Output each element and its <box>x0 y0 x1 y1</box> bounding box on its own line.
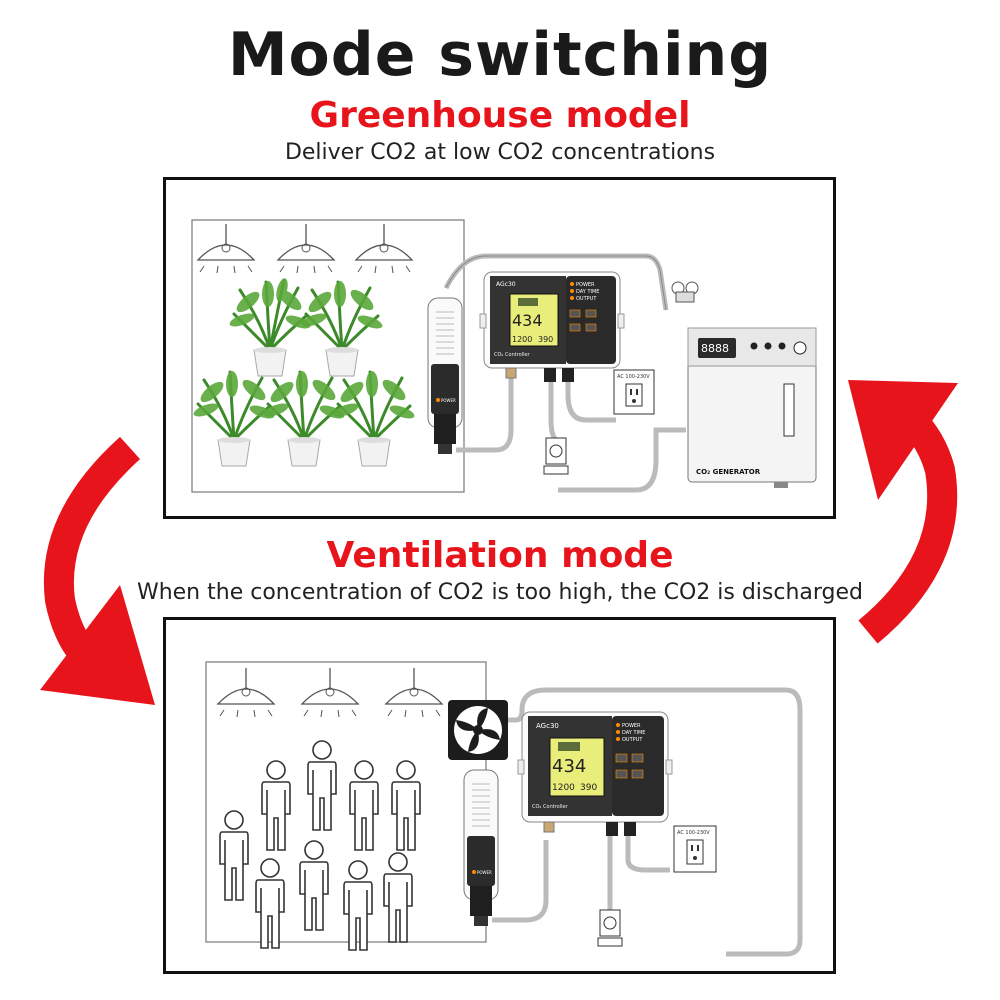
page-title: Mode switching <box>227 20 773 90</box>
power-plug-icon <box>597 909 623 947</box>
controller-name: CO₂ Controller <box>494 352 531 358</box>
person-icon <box>299 840 329 931</box>
controller-reading-main: 434 <box>512 311 543 330</box>
indicator-output: OUTPUT <box>576 296 597 302</box>
grow-lamp-icon <box>196 224 256 274</box>
controller-reading-right: 390 <box>538 335 553 344</box>
switch-arrow-down-icon <box>40 436 155 705</box>
greenhouse-diagram: POWER AGc30 434 1200 390 CO₂ Controller … <box>191 219 817 493</box>
grow-lamp-icon <box>276 224 336 274</box>
ventilation-mode-description: When the concentration of CO2 is too hig… <box>136 580 864 605</box>
power-outlet-icon: AC 100-230V <box>613 369 655 415</box>
potted-plant-icon <box>193 370 275 467</box>
power-plug-icon <box>543 437 569 475</box>
indicator-day: DAY TIME <box>622 730 645 736</box>
greenhouse-mode-title: Greenhouse model <box>309 95 691 136</box>
potted-plant-icon <box>333 370 415 467</box>
greenhouse-panel: POWER AGc30 434 1200 390 CO₂ Controller … <box>163 177 836 519</box>
outlet-voltage-label: AC 100-230V <box>617 374 650 380</box>
controller-model: AGc30 <box>496 281 516 288</box>
ventilation-diagram: POWER AGc30 434 1200 390 CO₂ Controller … <box>205 661 803 957</box>
co2-sensor-probe: POWER <box>463 769 499 926</box>
potted-plant-icon <box>263 370 345 467</box>
person-icon <box>343 860 373 951</box>
cable-outline <box>445 255 667 311</box>
co2-sensor-probe: POWER <box>427 297 463 454</box>
person-icon <box>255 858 285 949</box>
person-icon <box>307 740 337 831</box>
potted-plant-icon <box>301 280 383 377</box>
people-group <box>219 740 421 951</box>
power-outlet-icon: AC 100-230V <box>673 825 717 873</box>
svg-text:8888: 8888 <box>701 342 729 355</box>
co2-controller: AGc30 434 1200 390 CO₂ Controller POWER … <box>517 711 673 836</box>
grow-lamp-icon <box>354 224 414 274</box>
co2-regulator-icon <box>671 281 699 303</box>
greenhouse-mode-description: Deliver CO2 at low CO2 concentrations <box>284 140 716 165</box>
indicator-power: POWER <box>622 723 641 729</box>
indicator-day: DAY TIME <box>576 289 599 295</box>
exhaust-fan-icon <box>448 700 508 760</box>
lamp-icon <box>384 668 444 718</box>
controller-model: AGc30 <box>536 722 559 730</box>
greenhouse-room <box>191 219 465 493</box>
person-icon <box>383 852 413 943</box>
sensor-power-label: POWER <box>477 870 492 875</box>
person-icon <box>219 810 249 901</box>
person-icon <box>261 760 291 851</box>
person-icon <box>391 760 421 851</box>
outlet-voltage-label: AC 100-230V <box>677 830 710 836</box>
controller-reading-right: 390 <box>580 783 597 793</box>
ventilation-panel: POWER AGc30 434 1200 390 CO₂ Controller … <box>163 617 836 974</box>
controller-name: CO₂ Controller <box>532 804 569 810</box>
person-icon <box>349 760 379 851</box>
generator-label: CO₂ GENERATOR <box>696 468 761 476</box>
lamp-icon <box>300 668 360 718</box>
controller-reading-left: 1200 <box>552 783 575 793</box>
indicator-output: OUTPUT <box>622 737 643 743</box>
indicator-power: POWER <box>576 282 595 288</box>
lamp-icon <box>216 668 276 718</box>
ventilation-mode-title: Ventilation mode <box>326 535 674 576</box>
switch-arrow-up-icon <box>848 380 958 644</box>
sensor-power-label: POWER <box>441 398 456 403</box>
co2-controller: AGc30 434 1200 390 CO₂ Controller POWER … <box>479 271 625 382</box>
potted-plant-icon <box>229 278 311 377</box>
controller-reading-left: 1200 <box>512 335 532 344</box>
co2-generator: 8888 CO₂ GENERATOR <box>687 327 817 488</box>
controller-reading-main: 434 <box>552 756 586 777</box>
